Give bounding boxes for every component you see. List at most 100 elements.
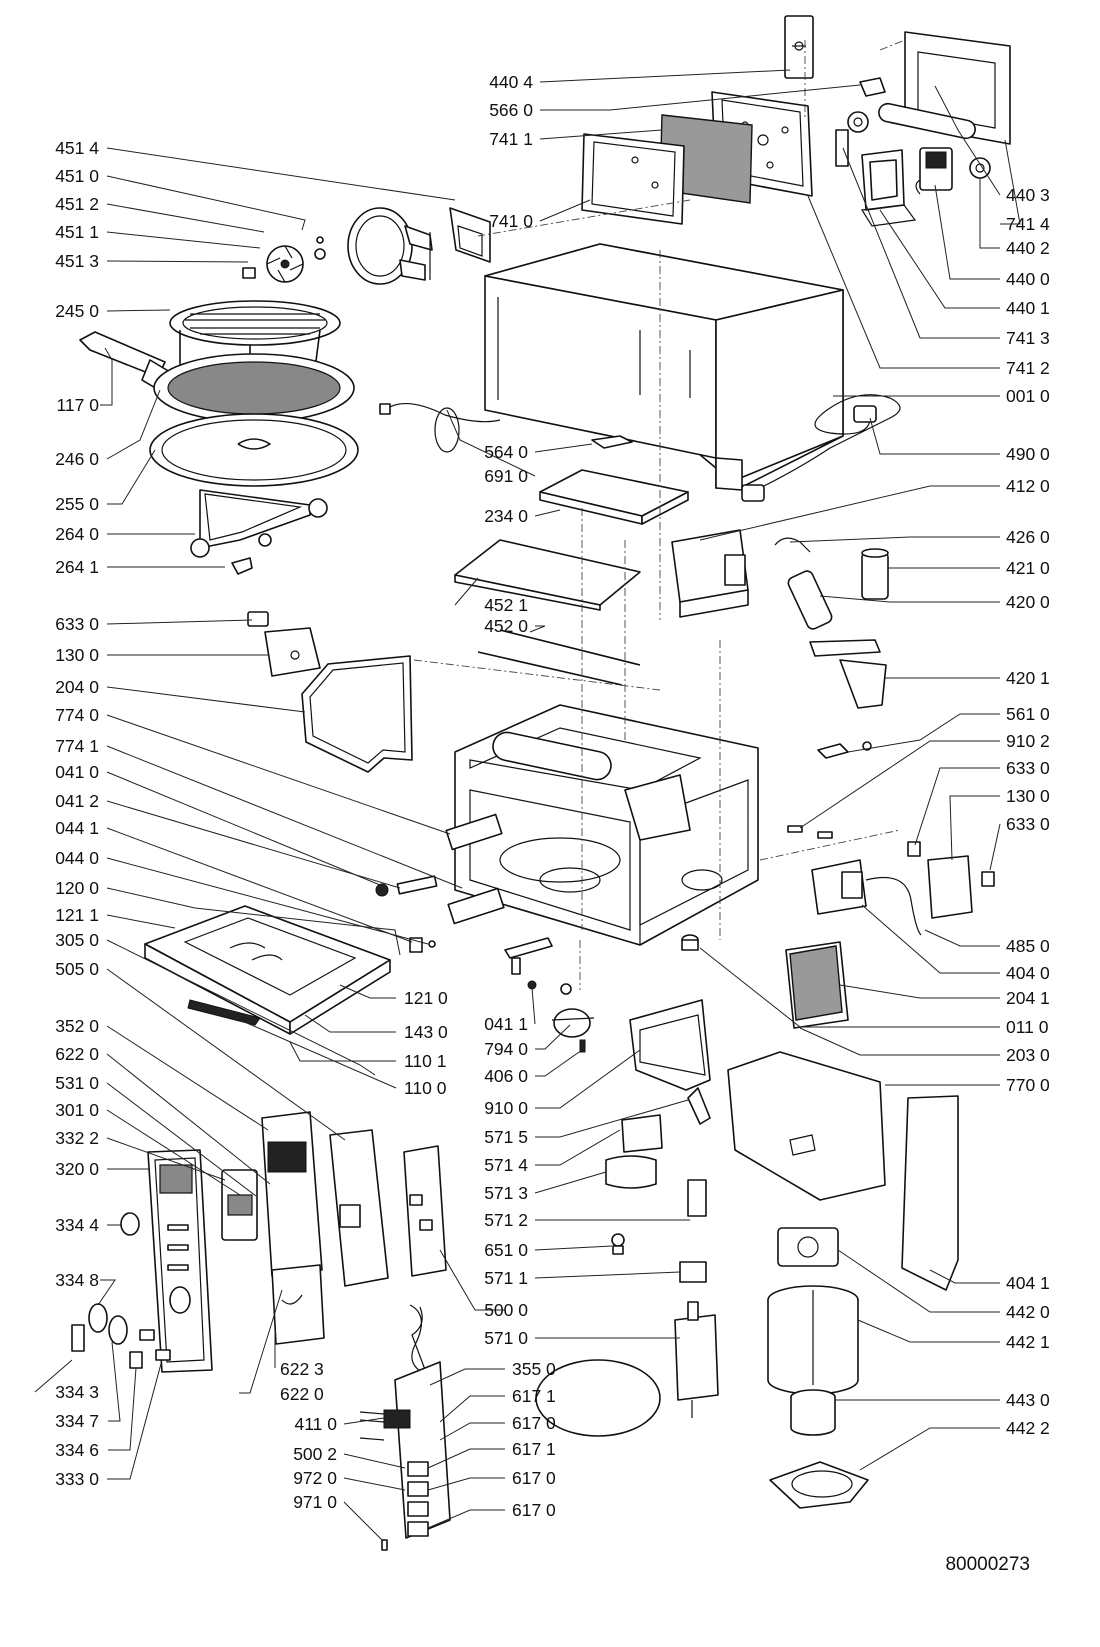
- label-5714: 571 4: [484, 1155, 528, 1175]
- label-1430: 143 0: [404, 1022, 448, 1042]
- document-number: 80000273: [945, 1554, 1030, 1575]
- label-3520: 352 0: [55, 1016, 99, 1036]
- label-5660: 566 0: [489, 100, 533, 120]
- cover-plate: [535, 1359, 661, 1437]
- label-0110: 011 0: [1006, 1017, 1049, 1037]
- socket-5711: [679, 1261, 707, 1283]
- bracket-6220: [271, 1264, 325, 1345]
- label-4110: 411 0: [295, 1414, 338, 1434]
- display-3010: [221, 1169, 258, 1241]
- label-6220-b: 622 0: [280, 1384, 324, 1404]
- label-6330-a: 633 0: [55, 614, 99, 634]
- label-3050: 305 0: [55, 930, 99, 950]
- base-plate-4422: [769, 1461, 869, 1509]
- label-5000: 500 0: [484, 1300, 528, 1320]
- label-4402: 440 2: [1006, 238, 1050, 258]
- diode-4260: [774, 537, 811, 553]
- reflector-tube: [878, 102, 976, 140]
- lamp-6510: [611, 1233, 625, 1255]
- lamp-holder-5712: [687, 1179, 707, 1217]
- label-3346: 334 6: [55, 1440, 99, 1460]
- label-4514: 451 4: [55, 138, 99, 158]
- label-1101: 110 1: [404, 1051, 447, 1071]
- switch-6330: [247, 611, 269, 627]
- label-4422: 442 2: [1006, 1418, 1050, 1438]
- label-1211: 121 1: [55, 905, 99, 925]
- label-4260: 426 0: [1006, 527, 1050, 547]
- label-6330-b: 633 0: [1006, 758, 1050, 778]
- label-5715: 571 5: [484, 1127, 528, 1147]
- label-6171-a: 617 1: [512, 1386, 556, 1406]
- label-4510: 451 0: [55, 166, 99, 186]
- label-6910: 691 0: [484, 466, 528, 486]
- pcb-stack-6170: [359, 1361, 451, 1551]
- label-7700: 770 0: [1006, 1075, 1050, 1095]
- label-4403: 440 3: [1006, 185, 1050, 205]
- label-6170-c: 617 0: [512, 1500, 556, 1520]
- air-duct-4041: [901, 1095, 959, 1291]
- label-7940: 794 0: [484, 1039, 528, 1059]
- label-3347: 334 7: [55, 1411, 99, 1431]
- label-4060: 406 0: [484, 1066, 528, 1086]
- heater-cover-4521: [454, 539, 641, 611]
- fan-wheel-4430: [790, 1389, 836, 1436]
- label-3010: 301 0: [55, 1100, 99, 1120]
- wiring-4850: [865, 876, 922, 936]
- label-7412: 741 2: [1006, 358, 1050, 378]
- label-2340: 234 0: [484, 506, 528, 526]
- washer-4512: [314, 236, 326, 260]
- bracket-7741: [447, 887, 505, 925]
- label-9710: 971 0: [293, 1492, 337, 1512]
- label-4420: 442 0: [1006, 1302, 1050, 1322]
- label-3200: 320 0: [55, 1159, 99, 1179]
- label-7413: 741 3: [1006, 328, 1050, 348]
- spacer-0110: [681, 934, 699, 951]
- transformer-4040: [811, 859, 867, 915]
- bracket-5715: [687, 1087, 711, 1125]
- label-9100: 910 0: [484, 1098, 528, 1118]
- bracket-4201: [809, 639, 887, 709]
- nut-4513: [242, 267, 256, 279]
- bracket-5640: [591, 435, 633, 449]
- label-0411: 041 1: [484, 1014, 528, 1034]
- label-5310: 531 0: [55, 1073, 99, 1093]
- label-4511: 451 1: [55, 222, 99, 242]
- label-7741: 774 1: [55, 736, 99, 756]
- label-3550: 355 0: [512, 1359, 556, 1379]
- label-4430: 443 0: [1006, 1390, 1050, 1410]
- capacitor-4200: [787, 570, 833, 630]
- label-6171-b: 617 1: [512, 1439, 556, 1459]
- filter-2041: [785, 941, 849, 1029]
- label-6170-a: 617 0: [512, 1413, 556, 1433]
- nut-4402: [847, 111, 991, 179]
- heater-frame-7410: [581, 133, 685, 225]
- label-1200: 120 0: [55, 878, 99, 898]
- label-4512: 451 2: [55, 194, 99, 214]
- label-4400: 440 0: [1006, 269, 1050, 289]
- fan-4511: [266, 245, 304, 283]
- label-1210: 121 0: [404, 988, 448, 1008]
- motor-5710: [674, 1301, 719, 1418]
- label-2641: 264 1: [55, 557, 99, 577]
- label-2550: 255 0: [55, 494, 99, 514]
- label-3343: 334 3: [55, 1382, 99, 1402]
- cavity-frame: [454, 704, 759, 946]
- label-4210: 421 0: [1006, 558, 1050, 578]
- pcb-3520: [261, 1111, 323, 1277]
- label-2640: 264 0: [55, 524, 99, 544]
- label-3348: 334 8: [55, 1270, 99, 1290]
- label-4041: 404 1: [1006, 1273, 1050, 1293]
- fan-motor-4420: [777, 1227, 839, 1267]
- label-6223: 622 3: [280, 1359, 324, 1379]
- fan-mount-4510: [347, 207, 433, 285]
- hinge-0410: [375, 875, 438, 897]
- bracket-5713: [605, 1155, 657, 1189]
- label-1300-a: 130 0: [55, 645, 99, 665]
- label-1100: 110 0: [404, 1078, 447, 1098]
- air-guide-7700: [727, 1051, 886, 1201]
- label-6330-c: 633 0: [1006, 814, 1050, 834]
- lamp-holder-4401: [915, 147, 953, 195]
- label-2450: 245 0: [55, 301, 99, 321]
- label-0010: 001 0: [1006, 386, 1050, 406]
